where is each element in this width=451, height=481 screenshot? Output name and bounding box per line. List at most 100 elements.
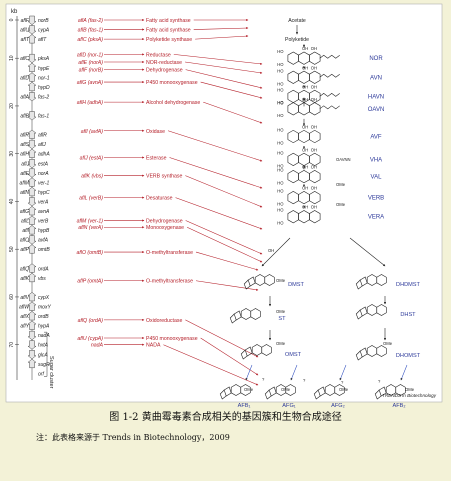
source-note: 注：此表格来源于 Trends in Biotechnology，2009 (36, 433, 230, 442)
enzyme-label: Monooxygenase (146, 225, 184, 231)
precursor-label: Polyketide (285, 37, 309, 43)
gene-name-left: aflC (20, 56, 29, 62)
enzyme-step-arrow (185, 69, 263, 89)
hydroxyl-label: HO (277, 168, 284, 173)
gene-arrow-down (27, 159, 37, 169)
enzyme-label: Dehydrogenase (146, 68, 183, 74)
gene-arrow-down (27, 197, 37, 207)
gene-arrow-up (27, 320, 37, 330)
benzene-ring (395, 384, 406, 396)
enzyme-step-arrow (195, 251, 259, 271)
scale-tick-label: 20 (9, 103, 15, 109)
substituent-label: OH (268, 248, 274, 253)
gene-name-right: sugR (38, 362, 50, 368)
enzyme-step-arrow (186, 226, 263, 263)
substituent-label: OMe (276, 309, 286, 314)
enzyme-label: NOR-reductase (146, 60, 182, 66)
enzyme-step-arrow (163, 344, 259, 386)
gene-arrow-down (27, 139, 37, 150)
gene-name-left: aflG (20, 209, 29, 215)
scale-title: kb (11, 9, 18, 15)
hydroxyl-label: HO (277, 62, 284, 67)
hydroxyl-label: HO (277, 128, 284, 133)
hydroxyl-label: HO (277, 68, 284, 73)
enzyme-label: Alcohol dehydrogenase (146, 100, 200, 106)
scale-tick-label: 30 (9, 151, 15, 157)
gene-name-right: fas-1 (38, 114, 49, 120)
benzene-ring (309, 129, 321, 144)
benzene-ring (261, 344, 272, 356)
gene-name-left: aflU (20, 28, 29, 34)
enzyme-gene: aflM (ver-1) (77, 219, 104, 225)
substituent-label: OMe (336, 202, 346, 207)
gene-name-right: hypD (38, 85, 50, 91)
gene-name-right: norA (38, 171, 49, 177)
gene-name-right: norB (38, 18, 49, 24)
gene-name-left: aflR (20, 133, 29, 139)
hydroxyl-label: HO (277, 100, 284, 105)
gene-name-right: cypA (38, 28, 50, 34)
branch-label: DHOMST (396, 353, 421, 359)
gene-name-right: aflT (38, 37, 47, 43)
enzyme-label: Oxidoreductase (146, 318, 182, 324)
benzene-ring (309, 210, 321, 224)
gene-arrow-up (27, 62, 37, 72)
product-label: AFB₂ (392, 403, 405, 409)
furan-ring (313, 389, 321, 400)
branch-label: OMST (285, 352, 302, 358)
substituent-label: OMe (276, 341, 286, 346)
gene-arrow-up (27, 81, 37, 92)
intermediate-label: NOR (369, 56, 383, 62)
hydroxyl-label: HO (277, 221, 284, 226)
substituent-label: ? (262, 377, 265, 382)
enzyme-gene: aflU (cypA) (77, 336, 103, 342)
sugar-cluster-label: Sugar cluster (48, 356, 54, 389)
hydroxyl-label: OH (302, 147, 308, 152)
gene-arrow-down (27, 350, 37, 360)
side-chain (319, 105, 340, 110)
hydroxyl-label: HO (277, 141, 284, 146)
benzene-ring (285, 384, 296, 396)
gene-arrow-up (27, 187, 37, 197)
enzyme-step-arrow (169, 157, 263, 189)
enzyme-gene: aflG (avnA) (77, 80, 104, 86)
scale-tick-label: 10 (9, 55, 15, 61)
gene-arrow-up (27, 148, 37, 158)
intermediate-label: AVN (370, 75, 382, 81)
gene-name-left: aflD (20, 75, 29, 81)
precursor-label: Acetate (288, 18, 306, 24)
gene-arrow-up (27, 311, 37, 321)
enzyme-label: P450 monooxygenase (146, 336, 198, 342)
enzyme-step-arrow (193, 26, 249, 30)
gene-arrow-up (27, 263, 37, 273)
hydroxyl-label: OH (302, 46, 308, 51)
benzene-ring (309, 102, 321, 116)
hydroxyl-label: HO (277, 87, 284, 92)
gene-arrow-up (27, 301, 37, 311)
scale-tick-label: 0 (9, 18, 15, 21)
hydroxyl-label: OH (311, 147, 317, 152)
substituent-label: OAVNN (336, 157, 351, 162)
product-arrow (245, 364, 253, 381)
gene-name-left: aflY (20, 324, 29, 330)
scale-tick-label: 40 (9, 198, 15, 204)
enzyme-step-arrow (185, 319, 259, 358)
gene-arrow-down (27, 15, 37, 25)
figure-panel (5, 3, 443, 403)
hydroxyl-label: OH (311, 65, 317, 70)
enzyme-label: O-methyltransferase (146, 250, 193, 256)
enzyme-label: Esterase (146, 156, 167, 162)
hydroxyl-label: OH (302, 186, 308, 191)
benzene-ring (309, 51, 321, 65)
side-chain (319, 54, 340, 59)
gene-name-left: aflV (20, 295, 29, 301)
gene-arrow-down (27, 92, 37, 102)
hydroxyl-label: OH (302, 165, 308, 170)
gene-name-right: hypA (38, 324, 50, 330)
gene-arrow-down (27, 111, 37, 121)
benzene-ring (309, 170, 321, 184)
gene-arrow-up (27, 292, 37, 302)
